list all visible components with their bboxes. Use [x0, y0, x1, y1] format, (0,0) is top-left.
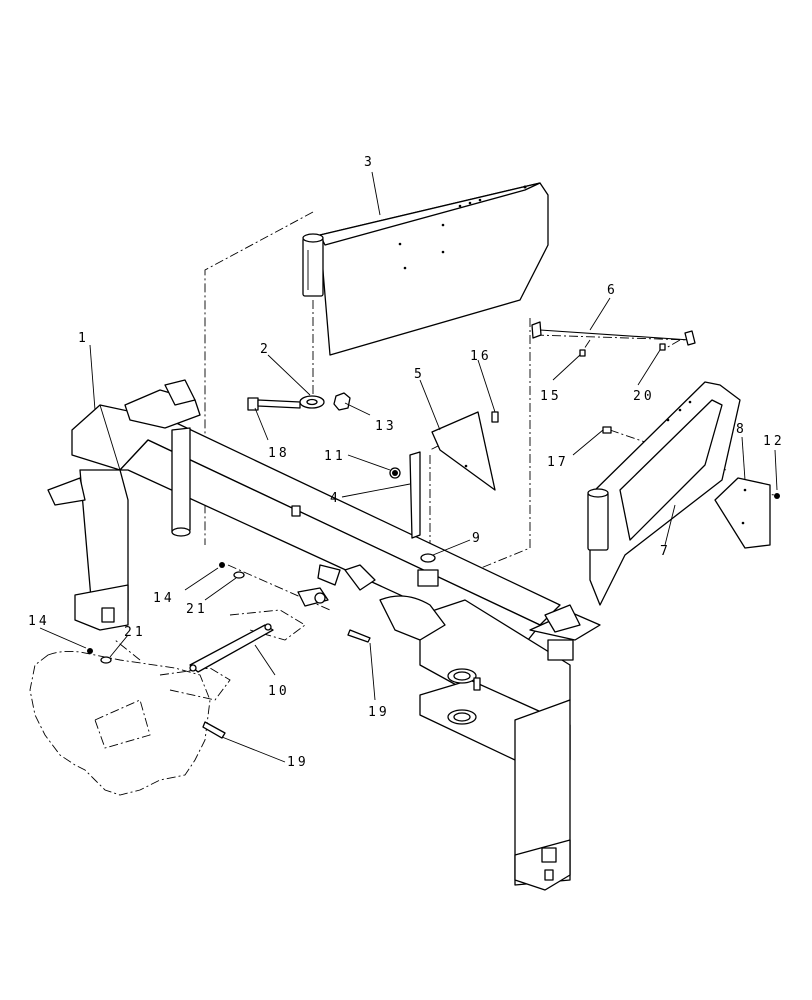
callout-14-upper: 14: [153, 591, 175, 606]
mud-flap: [714, 477, 771, 549]
callout-13: 13: [375, 419, 397, 434]
callout-21-upper: 21: [186, 602, 208, 617]
callout-15: 15: [540, 389, 562, 404]
callout-9: 9: [472, 531, 483, 546]
callout-6: 6: [607, 283, 618, 298]
tractor-hitch-outline: [29, 650, 211, 796]
callout-16: 16: [470, 349, 492, 364]
callout-21-lower: 21: [124, 625, 146, 640]
support-strap: [409, 451, 421, 539]
left-fender: [302, 182, 549, 356]
callout-labels: 1 2 3 4 5 6 7 8 9 10 11 12 13 14 14 15 1…: [28, 155, 785, 770]
callout-12: 12: [763, 434, 785, 449]
callout-14-lower: 14: [28, 614, 50, 629]
callout-4: 4: [330, 491, 341, 506]
callout-3: 3: [364, 155, 375, 170]
hitch-block-outline: [94, 699, 151, 749]
callout-19-mid: 19: [368, 705, 390, 720]
callout-10: 10: [268, 684, 290, 699]
callout-17: 17: [547, 455, 569, 470]
callout-19-lower: 19: [287, 755, 309, 770]
callout-7: 7: [660, 544, 671, 559]
callout-2: 2: [260, 342, 271, 357]
callout-1: 1: [78, 331, 89, 346]
callout-5: 5: [414, 367, 425, 382]
callout-18: 18: [268, 446, 290, 461]
tension-rod: [539, 329, 691, 341]
callout-20: 20: [633, 389, 655, 404]
link-bar: [189, 624, 274, 673]
shield-plate: [431, 411, 496, 491]
callout-leaders: [39, 171, 778, 763]
callout-11: 11: [324, 449, 346, 464]
right-fender: [587, 381, 741, 606]
callout-8: 8: [736, 422, 747, 437]
hardware: [87, 343, 780, 739]
